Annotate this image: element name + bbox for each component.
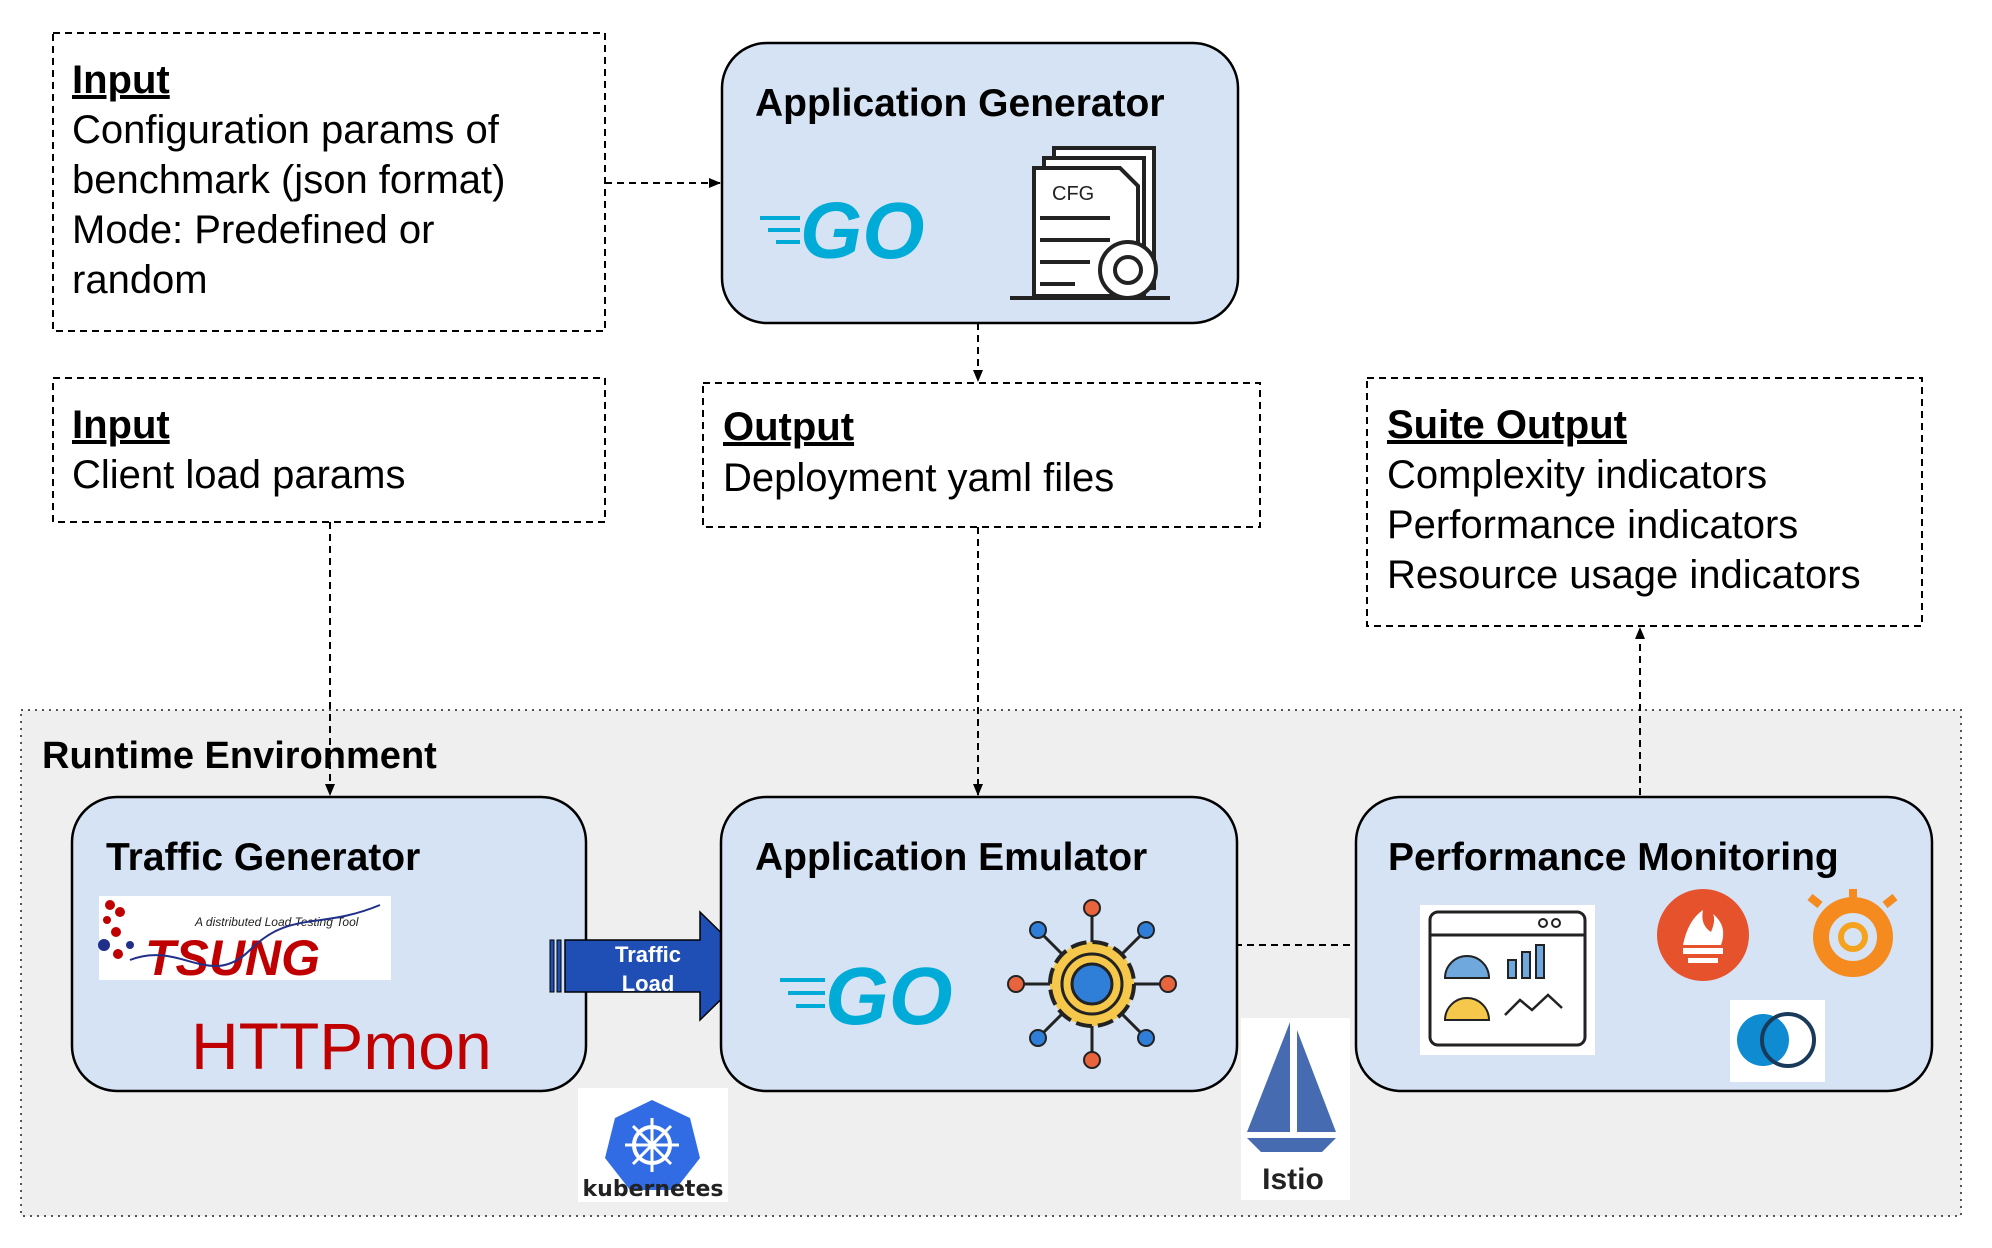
input-config-heading: Input	[72, 58, 170, 102]
istio-sail-icon	[1247, 1022, 1336, 1132]
application-generator-box: Application Generator GO CFG	[720, 41, 1240, 325]
suite-output-line-1: Complexity indicators	[1387, 453, 1767, 497]
traffic-generator-title: Traffic Generator	[106, 836, 420, 879]
svg-text:GO: GO	[800, 186, 924, 275]
application-generator-title: Application Generator	[755, 82, 1165, 125]
grafana-icon	[1807, 889, 1898, 977]
input-config-line-2: benchmark (json format)	[72, 158, 505, 202]
microservice-gear-icon	[1007, 899, 1177, 1069]
tsung-logo-icon: A distributed Load Testing Tool TSUNG	[98, 896, 391, 986]
istio-label: Istio	[1262, 1163, 1324, 1196]
svg-text:CFG: CFG	[1052, 183, 1094, 205]
input-client-box: Input Client load params	[52, 377, 606, 523]
istio-logo: Istio	[1241, 1018, 1350, 1200]
svg-text:GO: GO	[825, 951, 953, 1042]
output-deploy-heading: Output	[723, 405, 854, 449]
traffic-load-line-2: Load	[622, 971, 675, 996]
kubernetes-label: kubernetes	[583, 1177, 724, 1202]
tsung-tagline: A distributed Load Testing Tool	[194, 915, 359, 929]
performance-monitoring-title: Performance Monitoring	[1388, 836, 1839, 879]
suite-output-line-3: Resource usage indicators	[1387, 553, 1861, 597]
input-config-line-3: Mode: Predefined or	[72, 208, 434, 252]
input-config-line-1: Configuration params of	[72, 108, 500, 152]
traffic-generator-box: Traffic Generator A distributed Load Tes…	[70, 795, 588, 1093]
input-client-heading: Input	[72, 403, 170, 447]
application-emulator-box: Application Emulator GO	[719, 795, 1239, 1093]
suite-output-box: Suite Output Complexity indicators Perfo…	[1366, 377, 1923, 627]
go-logo-icon: GO	[780, 951, 953, 1042]
cfg-file-gear-icon: CFG	[1010, 146, 1170, 300]
application-emulator-title: Application Emulator	[755, 836, 1147, 879]
kubernetes-logo: kubernetes	[578, 1088, 728, 1202]
httpmon-label: HTTPmon	[191, 1009, 492, 1083]
input-config-line-4: random	[72, 258, 208, 302]
performance-monitoring-box: Performance Monitoring	[1354, 795, 1934, 1093]
suite-output-heading: Suite Output	[1387, 403, 1627, 447]
input-config-box: Input Configuration params of benchmark …	[52, 32, 606, 332]
suite-output-line-2: Performance indicators	[1387, 503, 1798, 547]
tsung-name: TSUNG	[145, 930, 320, 986]
input-client-line-1: Client load params	[72, 453, 406, 497]
runtime-environment-title: Runtime Environment	[42, 735, 437, 777]
output-deploy-line-1: Deployment yaml files	[723, 456, 1114, 500]
connectors	[325, 178, 1645, 946]
dashboard-icon	[1420, 905, 1595, 1055]
output-deploy-box: Output Deployment yaml files	[702, 382, 1261, 528]
jaeger-icon	[1730, 1000, 1825, 1082]
go-logo-icon: GO	[760, 186, 924, 275]
prometheus-icon	[1657, 889, 1749, 981]
traffic-load-line-1: Traffic	[615, 942, 681, 967]
